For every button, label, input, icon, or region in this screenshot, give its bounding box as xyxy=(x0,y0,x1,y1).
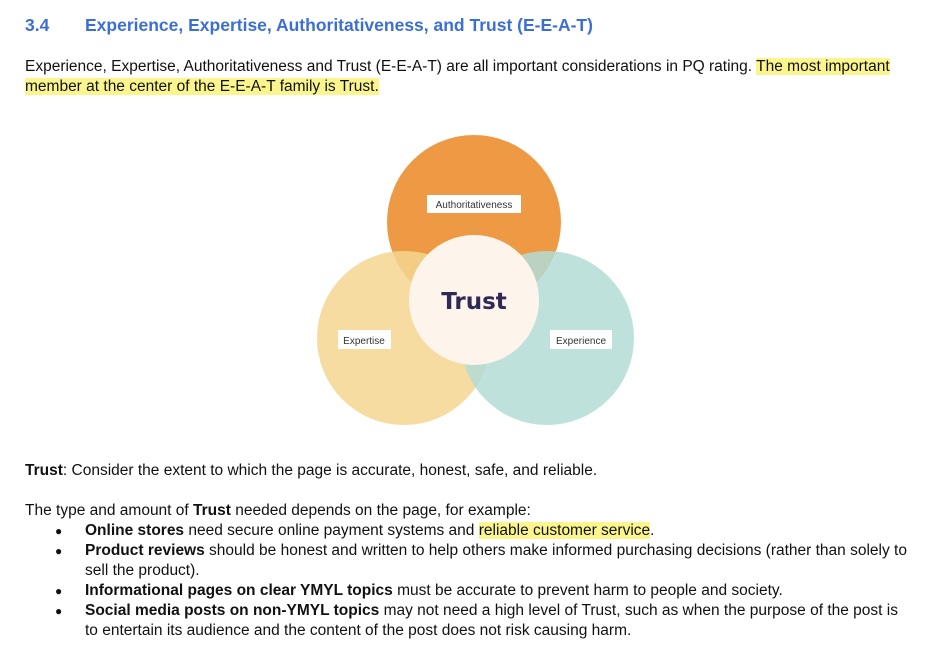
trust-term: Trust xyxy=(25,462,63,479)
label-box-expertise xyxy=(338,330,391,349)
list-item-text: must be accurate to prevent harm to peop… xyxy=(392,582,783,599)
circle-trust xyxy=(409,235,539,365)
label-box-authoritativeness xyxy=(427,195,521,213)
list-item-text: may not need a high level of Trust, such… xyxy=(85,602,898,639)
list-item-text: should be honest and written to help oth… xyxy=(85,542,907,579)
list-item-text: need secure online payment systems and xyxy=(184,522,479,539)
label-authoritativeness: Authoritativeness xyxy=(436,200,513,211)
section-title: Experience, Expertise, Authoritativeness… xyxy=(85,15,593,35)
label-experience: Experience xyxy=(556,336,606,347)
list-item: Informational pages on clear YMYL topics… xyxy=(55,581,915,601)
examples-intro-bold: Trust xyxy=(193,502,231,519)
list-item-term: Social media posts on non-YMYL topics xyxy=(85,602,380,619)
label-trust: Trust xyxy=(441,289,507,315)
intro-paragraph: Experience, Expertise, Authoritativeness… xyxy=(25,57,905,97)
trust-definition-text: : Consider the extent to which the page … xyxy=(62,462,598,479)
list-item-highlight: reliable customer service xyxy=(478,522,651,539)
examples-intro-text-end: needed depends on the page, for example: xyxy=(230,502,531,519)
label-expertise: Expertise xyxy=(343,336,385,347)
list-item-term: Online stores xyxy=(85,522,185,539)
list-item: Social media posts on non-YMYL topics ma… xyxy=(55,601,915,641)
list-item: Online stores need secure online payment… xyxy=(55,521,915,541)
list-item-text-end: . xyxy=(650,522,655,539)
eeat-diagram: Authoritativeness Expertise Experience T… xyxy=(300,130,650,430)
section-number: 3.4 xyxy=(25,15,50,35)
intro-text: Experience, Expertise, Authoritativeness… xyxy=(25,58,757,75)
list-item-term: Informational pages on clear YMYL topics xyxy=(85,582,393,599)
list-item-term: Product reviews xyxy=(85,542,205,559)
examples-list: Online stores need secure online payment… xyxy=(55,521,915,641)
section-heading: 3.4 Experience, Expertise, Authoritativen… xyxy=(25,15,593,36)
list-item: Product reviews should be honest and wri… xyxy=(55,541,915,581)
examples-intro: The type and amount of Trust needed depe… xyxy=(25,501,531,521)
examples-intro-text: The type and amount of xyxy=(25,502,194,519)
label-box-experience xyxy=(550,330,612,349)
trust-definition: Trust: Consider the extent to which the … xyxy=(25,461,597,481)
eeat-venn-svg: Authoritativeness Expertise Experience T… xyxy=(317,135,634,425)
